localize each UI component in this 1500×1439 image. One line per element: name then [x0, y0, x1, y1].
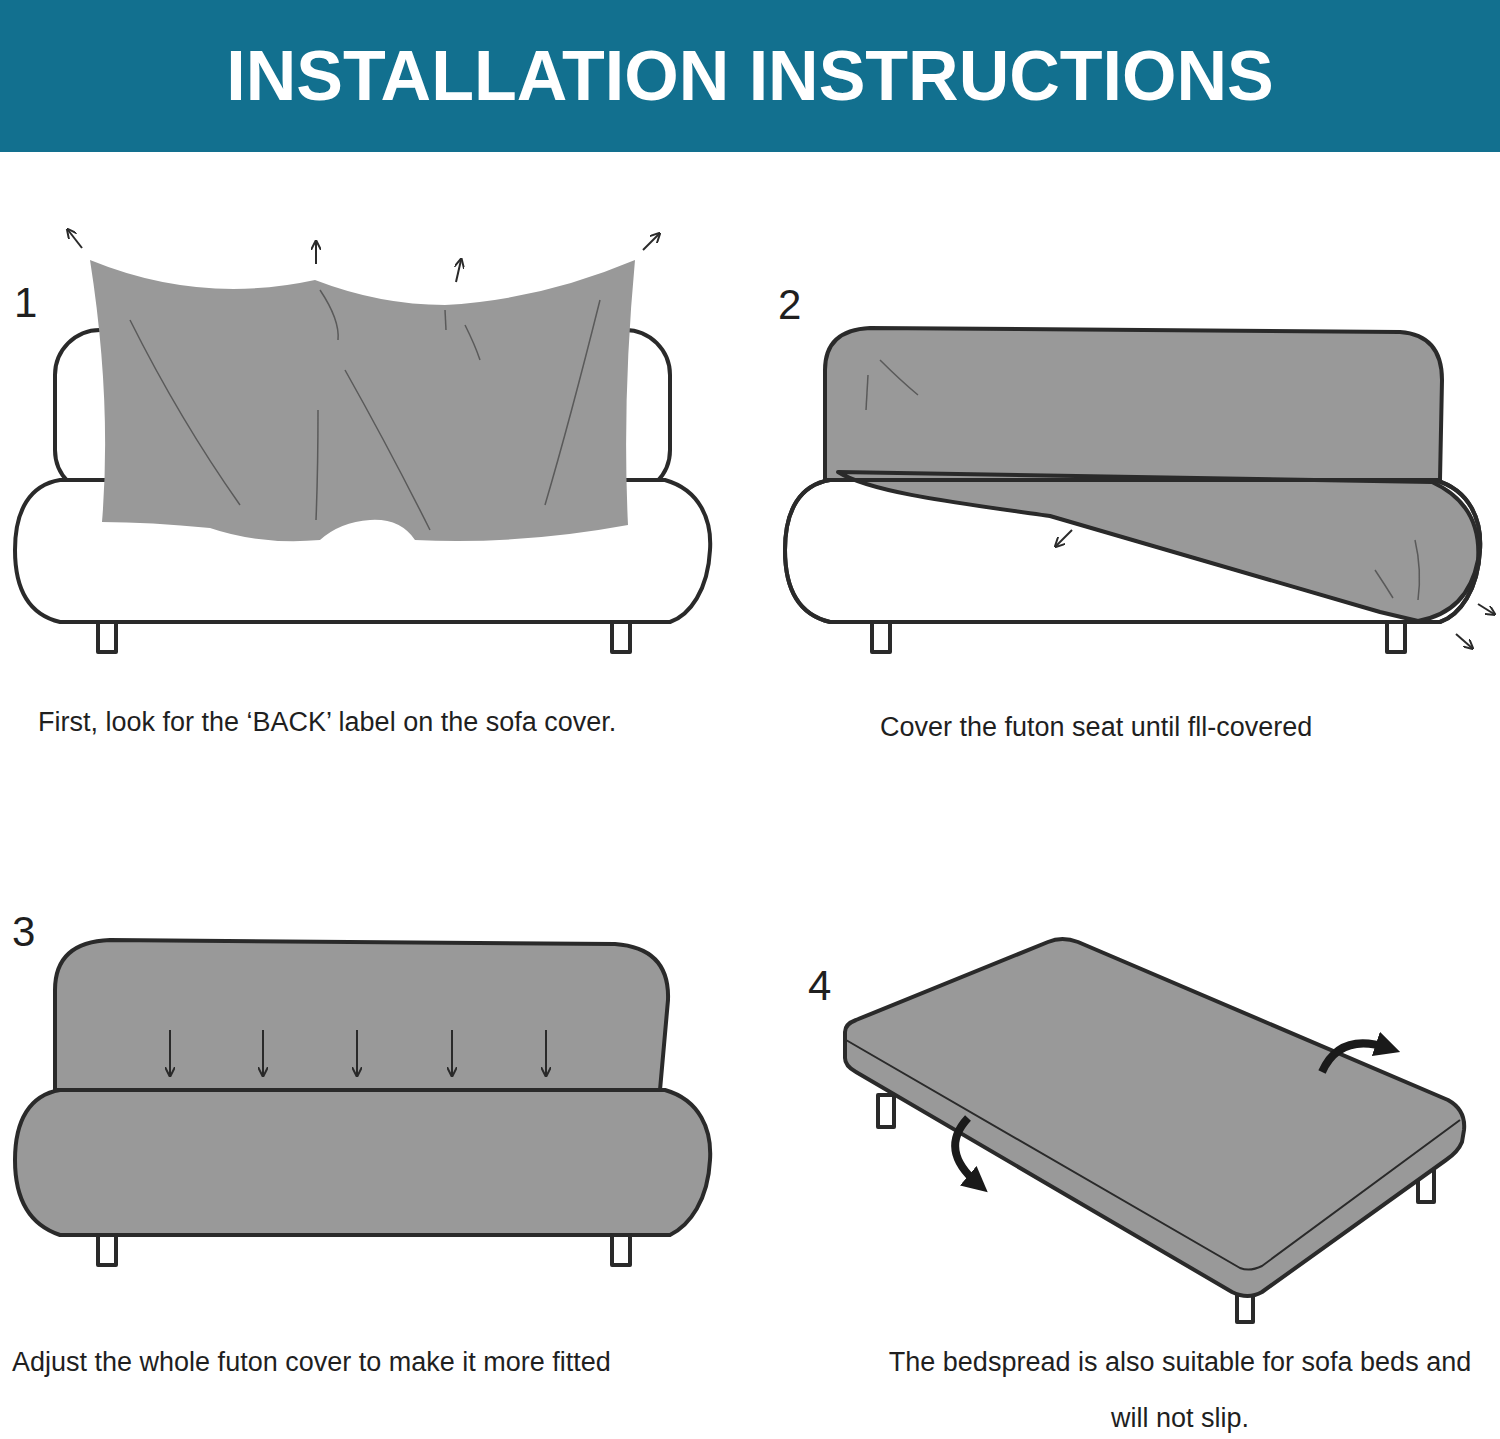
- sofa-step-3: [15, 940, 710, 1265]
- page-title: INSTALLATION INSTRUCTIONS: [0, 0, 1500, 152]
- sofa-step-2: [785, 328, 1494, 652]
- step-caption: Cover the futon seat until fll-covered: [880, 710, 1312, 744]
- sofa-step-1: [15, 230, 710, 652]
- step-number: 1: [14, 279, 37, 327]
- step-caption: First, look for the ‘BACK’ label on the …: [38, 705, 616, 739]
- bed-step-4: [845, 939, 1464, 1322]
- step-caption: The bedspread is also suitable for sofa …: [870, 1334, 1490, 1439]
- header-bar: INSTALLATION INSTRUCTIONS: [0, 0, 1500, 152]
- step-number: 3: [12, 908, 35, 956]
- step-number: 4: [808, 962, 831, 1010]
- step-number: 2: [778, 281, 801, 329]
- step-caption: Adjust the whole futon cover to make it …: [12, 1345, 611, 1379]
